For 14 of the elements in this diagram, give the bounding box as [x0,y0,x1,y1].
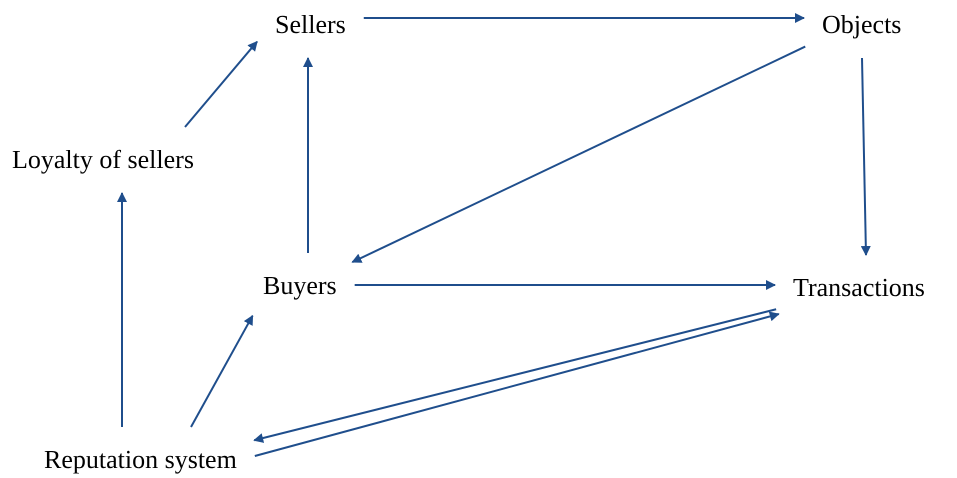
node-label: Reputation system [44,445,237,475]
node-label: Sellers [275,10,346,40]
node-label: Loyalty of sellers [12,145,194,175]
node-label: Transactions [793,273,925,303]
arrow [184,40,258,128]
arrow [351,46,806,264]
arrow [117,192,127,427]
arrow [860,58,871,256]
arrow [354,280,776,290]
arrow [303,57,313,253]
arrow [190,314,254,428]
node-label: Buyers [263,271,337,301]
node-label: Objects [822,10,902,40]
arrow [364,13,805,23]
